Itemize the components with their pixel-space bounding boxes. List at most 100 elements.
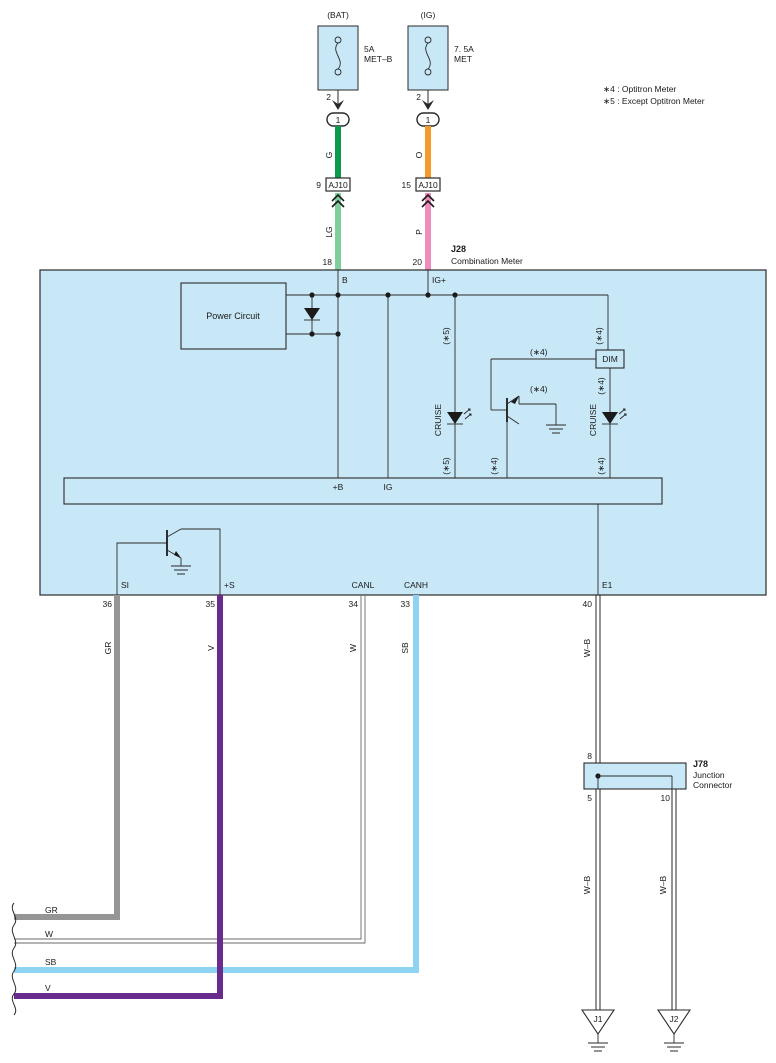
meter-pin-b-num: 18 (323, 257, 333, 267)
meter-pin-ig-label: IG+ (432, 275, 446, 285)
tag-optitron-cruise-top: (∗4) (596, 377, 606, 395)
diode-icon (304, 308, 320, 320)
junction-name-1: Junction (693, 770, 725, 780)
ground-icon-j1 (588, 1042, 608, 1052)
pin-si-num: 36 (103, 599, 113, 609)
left-label-w: W (45, 929, 53, 939)
pin-canl-label: CANL (352, 580, 375, 590)
fuse-ig-symbol (424, 36, 432, 76)
fuse-bat-box (317, 25, 359, 91)
wire-label-gr: GR (103, 642, 113, 655)
ground-label-j2: J2 (670, 1014, 679, 1024)
wire-label-wb-j1: W–B (582, 875, 592, 894)
ground-label-j1: J1 (594, 1014, 603, 1024)
meter-pin-ig-num: 20 (413, 257, 423, 267)
ground-point-j1 (580, 1009, 616, 1035)
pin-canl-num: 34 (349, 599, 359, 609)
meter-pin-b-label: B (342, 275, 348, 285)
pin-e1-num: 40 (583, 599, 593, 609)
wire-label-g: G (324, 152, 334, 159)
cruise-led-icon-right (602, 412, 618, 424)
fuse-bat-rating: 5A (364, 44, 375, 54)
wire-wb-j2 (671, 789, 677, 1012)
svg-text:1: 1 (336, 115, 341, 125)
tag-optitron-dim-top: (∗4) (594, 327, 604, 345)
pin-canh-num: 33 (401, 599, 411, 609)
wire-label-wb-j2: W–B (658, 875, 668, 894)
left-label-v: V (45, 983, 51, 993)
tag-optitron-cruise-bottom: (∗4) (596, 457, 606, 475)
wire-label-v: V (206, 645, 216, 651)
junction-pin-out2: 10 (661, 793, 671, 803)
svg-text:1: 1 (426, 115, 431, 125)
break-line (11, 902, 17, 1016)
junction-pin-in: 8 (587, 751, 592, 761)
internal-bus-box (63, 477, 663, 505)
wire-wb-j1 (595, 789, 601, 1012)
ground-icon-j2 (664, 1042, 684, 1052)
ground-icon-inner (546, 424, 566, 434)
wire-label-sb: SB (400, 642, 410, 654)
pin-s-num: 35 (206, 599, 216, 609)
meter-id: J28 (451, 244, 466, 254)
tag-exc-optitron-bottom: (∗5) (441, 457, 451, 475)
chevron-icon-bat (331, 193, 345, 208)
power-circuit-box (180, 282, 287, 350)
pin-e1-label: E1 (602, 580, 613, 590)
wire-label-w: W (348, 644, 358, 652)
aj10-connector-ig (415, 177, 441, 192)
wire-v (14, 595, 223, 999)
note-except-optitron: ∗5 : Except Optitron Meter (603, 96, 705, 106)
tag-exc-optitron-top: (∗5) (441, 327, 451, 345)
fuse-bat-symbol (334, 36, 342, 76)
left-label-sb: SB (45, 957, 57, 967)
wire-label-lg: LG (324, 226, 334, 237)
wire-label-p: P (414, 229, 424, 235)
svg-text:AJ10: AJ10 (328, 180, 348, 190)
wire-wb-main (595, 595, 601, 763)
pin-si-label: SI (121, 580, 129, 590)
wire-gr (14, 595, 120, 920)
fuse-bat-name: MET–B (364, 54, 393, 64)
wire-label-wb: W–B (582, 638, 592, 657)
aj10-pin-bat: 9 (316, 180, 321, 190)
tag-optitron-gnd: (∗4) (530, 384, 548, 394)
tag-optitron-transistor-bottom: (∗4) (489, 457, 499, 475)
meter-name: Combination Meter (451, 256, 523, 266)
fuse-ig-box (407, 25, 449, 91)
bus-label-b: +B (333, 482, 344, 492)
svg-text:AJ10: AJ10 (418, 180, 438, 190)
cruise-label-right: CRUISE (588, 404, 598, 436)
ground-icon-speed (171, 565, 191, 575)
wire-label-o: O (414, 151, 424, 158)
note-optitron: ∗4 : Optitron Meter (603, 84, 676, 94)
pin-canh-label: CANH (404, 580, 428, 590)
power-circuit-label: Power Circuit (206, 311, 260, 321)
chevron-icon-ig (421, 193, 435, 208)
junction-name-2: Connector (693, 780, 732, 790)
pin-s-label: +S (224, 580, 235, 590)
fuse-ig-pin: 2 (416, 92, 421, 102)
ground-point-j2 (656, 1009, 692, 1035)
junction-id: J78 (693, 759, 708, 769)
wire-w (14, 595, 366, 944)
tag-optitron-dim-line: (∗4) (530, 347, 548, 357)
fuse-bat-pin: 2 (326, 92, 331, 102)
cruise-led-icon-left (447, 412, 463, 424)
fuse-bat-arrow (332, 100, 344, 110)
fuse-bat-source: (BAT) (327, 10, 349, 20)
bus-label-ig: IG (384, 482, 393, 492)
fuse-ig-name: MET (454, 54, 472, 64)
dim-label: DIM (602, 354, 618, 364)
aj10-connector-bat (325, 177, 351, 192)
aj10-pin-ig: 15 (402, 180, 412, 190)
junction-pin-out1: 5 (587, 793, 592, 803)
left-label-gr: GR (45, 905, 58, 915)
combination-meter-box (39, 269, 767, 596)
fuse-ig-rating: 7. 5A (454, 44, 474, 54)
fuse-ig-arrow (422, 100, 434, 110)
fuse-ig-source: (IG) (421, 10, 436, 20)
wire-sb (14, 595, 419, 973)
cruise-label-left: CRUISE (433, 404, 443, 436)
